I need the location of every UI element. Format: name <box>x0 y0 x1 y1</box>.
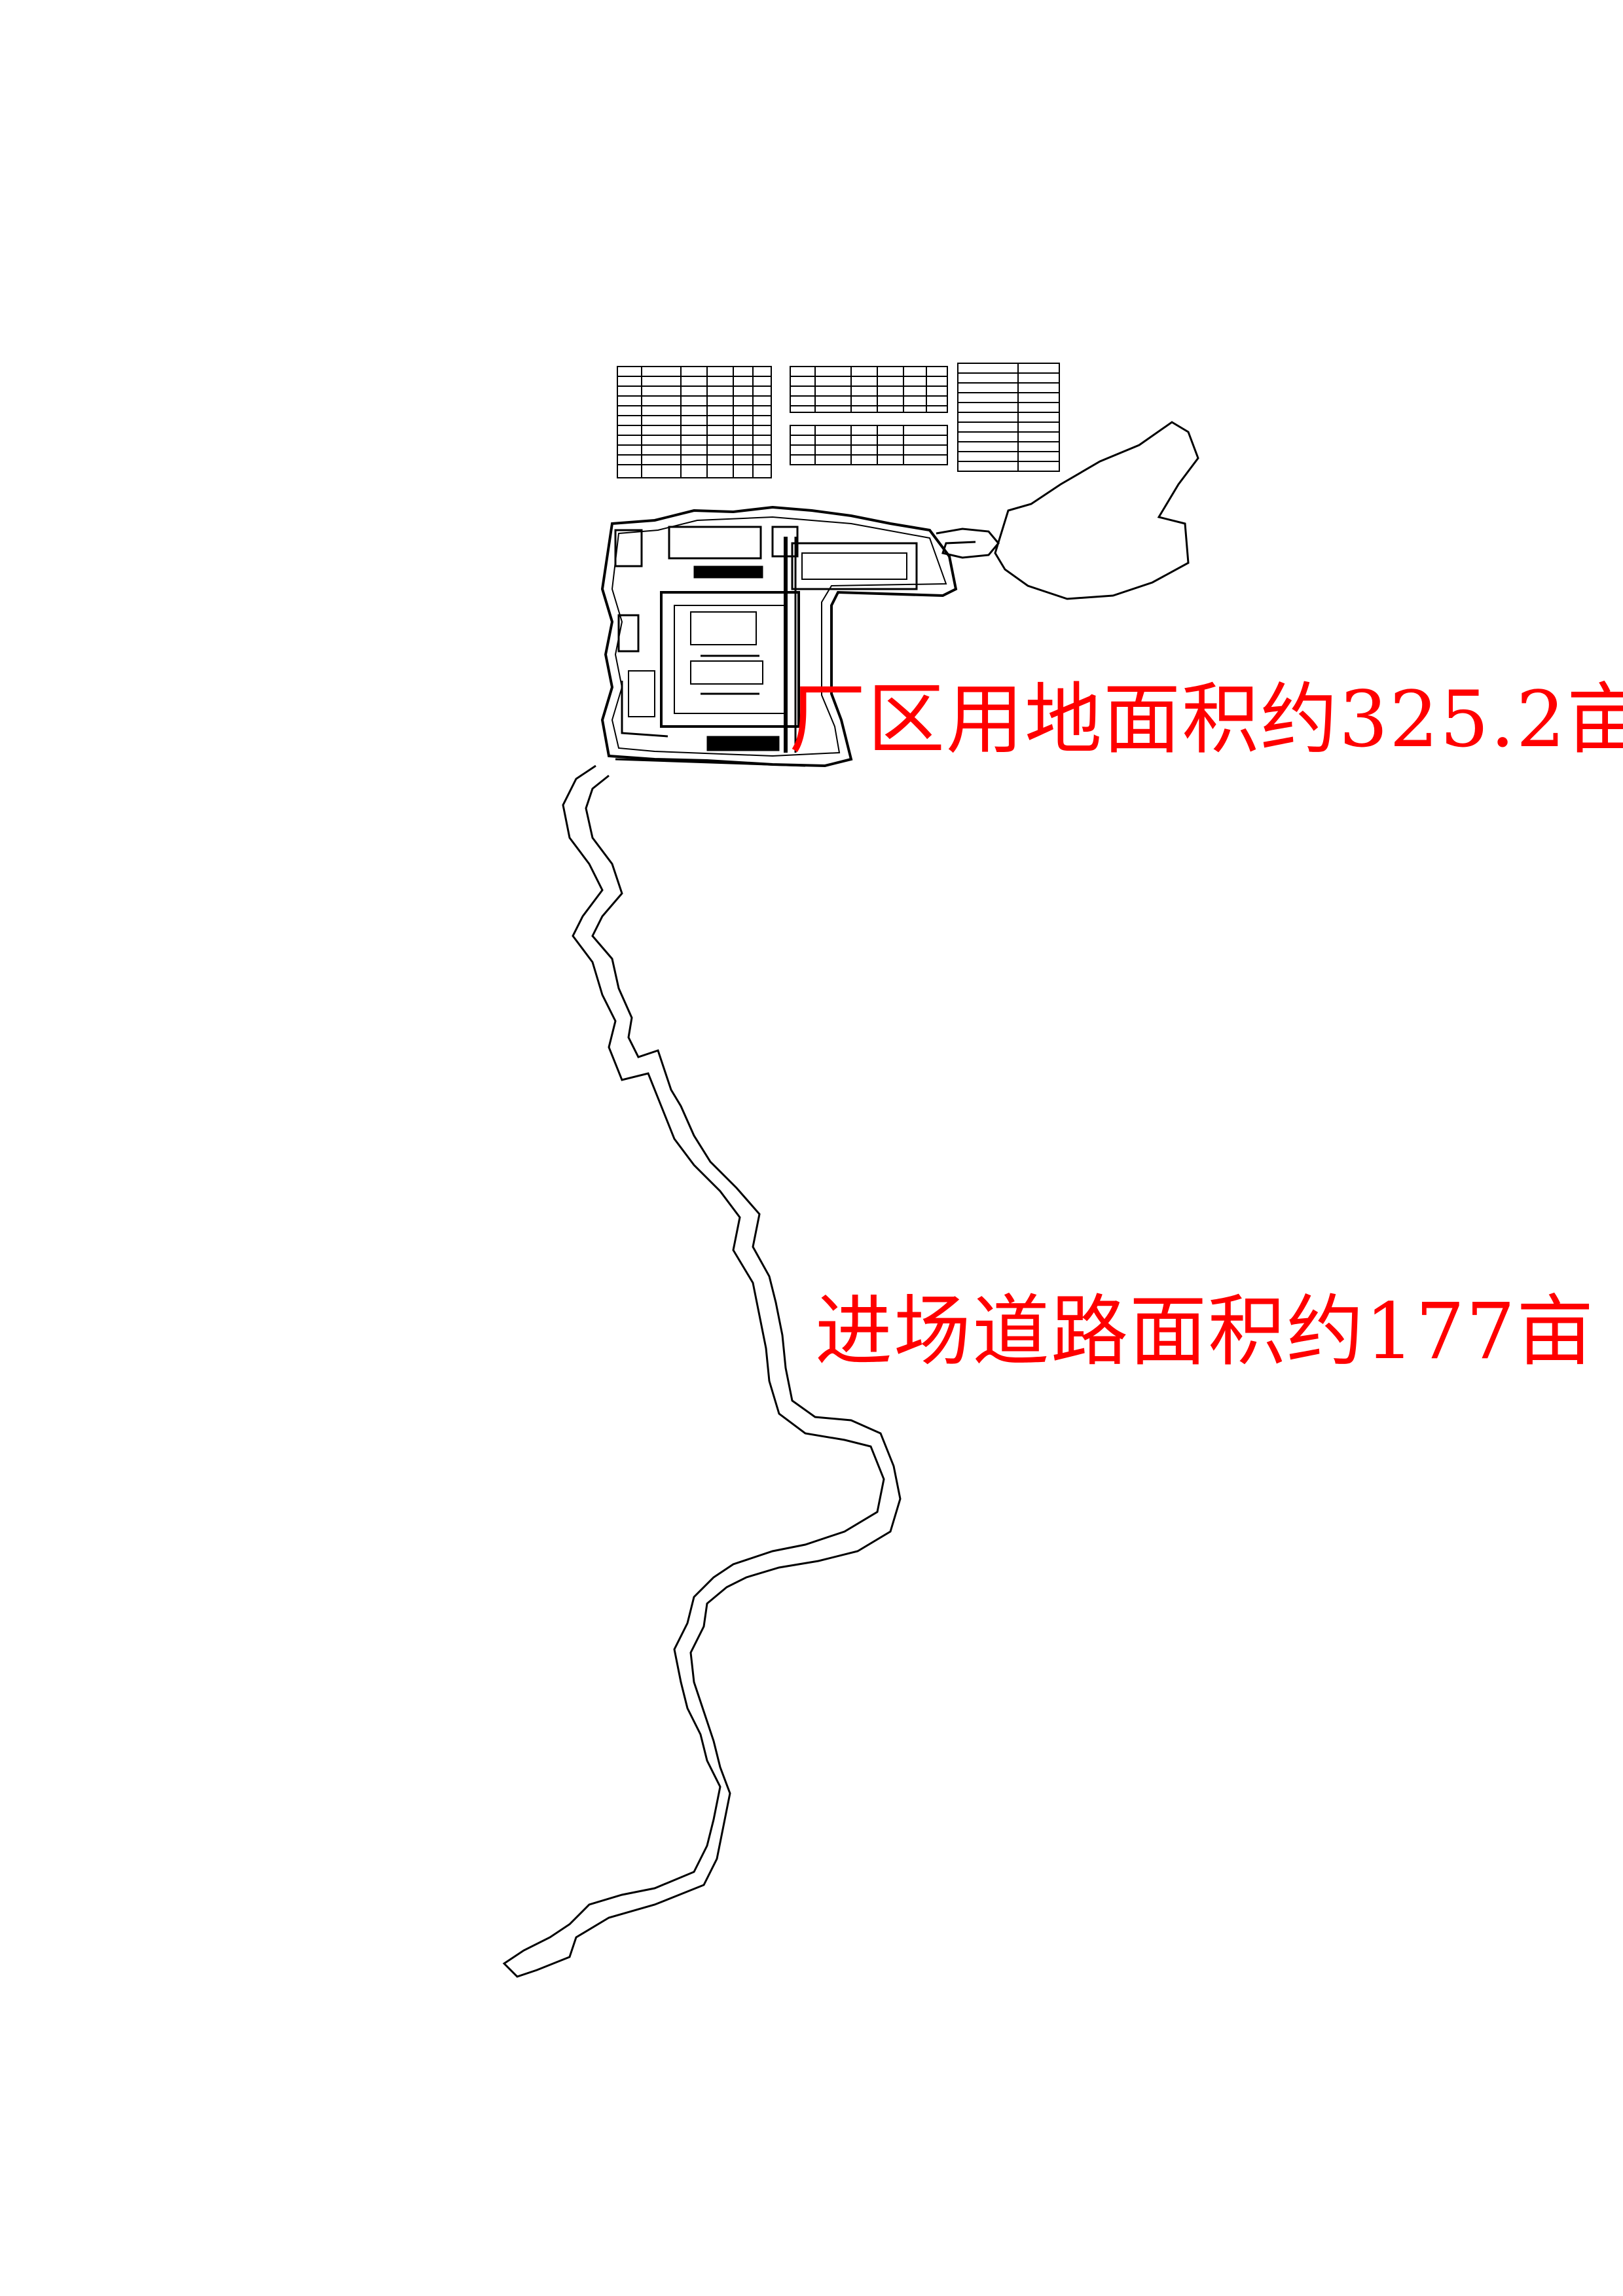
access-road-area-label: 进场道路面积约177亩 <box>815 1286 1596 1376</box>
access-road <box>502 764 902 1978</box>
factory-area-label: 厂区用地面积约325.2亩 <box>789 674 1623 764</box>
plant-compound <box>600 505 958 768</box>
connector-loop-road <box>936 528 1000 559</box>
east-site-boundary <box>994 421 1199 600</box>
drawing-tables <box>617 363 1060 478</box>
